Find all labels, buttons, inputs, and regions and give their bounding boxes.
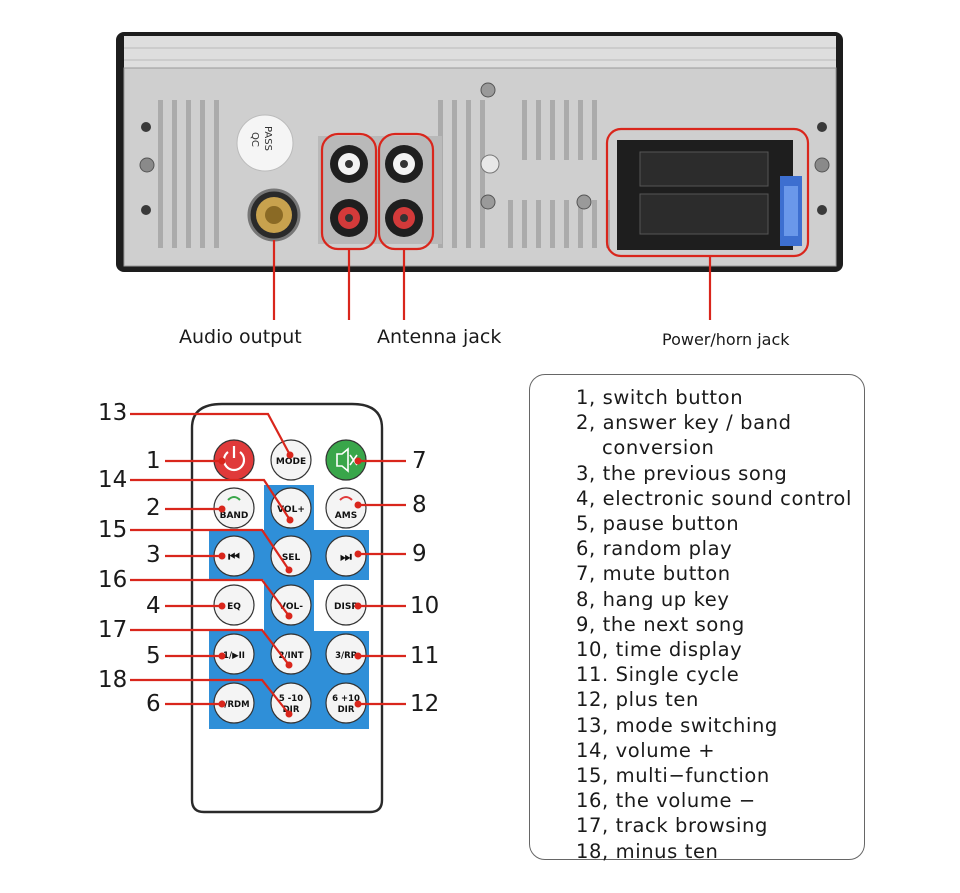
legend-item: 12, plus ten	[576, 688, 699, 712]
legend-item: 14, volume +	[576, 738, 716, 762]
callout-10: 10	[410, 593, 440, 619]
ams-button[interactable]	[325, 487, 367, 529]
legend-item: 10, time display	[576, 638, 743, 662]
vol-plus-label: VOL+	[277, 505, 305, 515]
callout-6: 6	[146, 691, 161, 717]
disp-label: DISP	[334, 602, 358, 612]
mute-icon	[336, 447, 349, 473]
mode-button[interactable]	[270, 439, 312, 481]
answer-icon	[227, 496, 241, 501]
legend-item: 9, the next song	[576, 612, 745, 636]
callout-11: 11	[410, 643, 440, 669]
legend-item: 3, the previous song	[576, 461, 788, 485]
button-6-label-bottom: DIR	[338, 705, 355, 715]
callout-8: 8	[412, 492, 427, 518]
legend-item: 11. Single cycle	[576, 663, 740, 687]
button-5-label-bottom: DIR	[283, 705, 300, 715]
mode-label: MODE	[276, 457, 306, 467]
power-horn-connector	[617, 140, 802, 250]
button-3-label: 3/RP	[335, 651, 357, 661]
audio-output-label: Audio output	[179, 326, 302, 348]
callout-7: 7	[412, 448, 427, 474]
qc-pass-line2: PASS	[262, 126, 273, 151]
button-1[interactable]	[213, 633, 255, 675]
qc-pass-line1: QC	[249, 132, 260, 147]
legend-item: 18, minus ten	[576, 839, 719, 863]
button-4-label: 4/RDM	[218, 700, 249, 710]
band-label: BAND	[220, 511, 249, 521]
legend-list: 1, switch button 2, answer key / band co…	[576, 385, 852, 864]
callout-5: 5	[146, 643, 161, 669]
legend-item: 7, mute button	[576, 562, 731, 586]
callout-17: 17	[98, 617, 128, 643]
legend-item: 8, hang up key	[576, 587, 730, 611]
sel-label: SEL	[282, 553, 301, 563]
audio-output-jack	[247, 188, 301, 242]
legend-item: 15, multi−function	[576, 764, 770, 788]
callout-4: 4	[146, 593, 161, 619]
vol-plus-button[interactable]	[270, 487, 312, 529]
button-5-label-top: 5 -10	[279, 694, 303, 704]
callout-13: 13	[98, 400, 128, 426]
vol-minus-label: VOL-	[279, 602, 303, 612]
callout-9: 9	[412, 541, 427, 567]
callout-14: 14	[98, 467, 128, 493]
vol-minus-button[interactable]	[270, 584, 312, 626]
hangup-icon	[339, 496, 353, 501]
legend-item-continued: conversion	[602, 436, 715, 460]
button-2[interactable]	[270, 633, 312, 675]
sel-button[interactable]	[270, 535, 312, 577]
button-2-label: 2/INT	[278, 651, 303, 661]
callout-18: 18	[98, 667, 128, 693]
legend-box: 1, switch button 2, answer key / band co…	[529, 374, 865, 863]
button-1-label: 1/▶II	[223, 651, 245, 661]
prev-label: ⏮	[228, 550, 240, 565]
legend-item: 5, pause button	[576, 512, 740, 536]
callout-16: 16	[98, 567, 128, 593]
callout-lines	[130, 412, 406, 715]
button-6-label-top: 6 +10	[332, 694, 360, 704]
callout-1: 1	[146, 448, 161, 474]
callout-12: 12	[410, 691, 440, 717]
legend-item: 17, track browsing	[576, 814, 768, 838]
button-3[interactable]	[325, 633, 367, 675]
legend-item: 13, mode switching	[576, 713, 778, 737]
callout-15: 15	[98, 517, 128, 543]
button-5[interactable]	[270, 682, 312, 724]
next-button[interactable]	[325, 535, 367, 577]
callout-3: 3	[146, 542, 161, 568]
eq-label: EQ	[227, 602, 241, 612]
antenna-jack-label: Antenna jack	[377, 326, 502, 348]
legend-item: 4, electronic sound control	[576, 486, 852, 510]
legend-item: 1, switch button	[576, 386, 744, 409]
legend-item: 2, answer key / band	[576, 411, 792, 435]
callout-dots	[218, 451, 362, 718]
highlight-boxes	[272, 127, 810, 320]
legend-item: 16, the volume −	[576, 789, 756, 813]
legend-item: 6, random play	[576, 537, 733, 561]
power-horn-jack-label: Power/horn jack	[662, 330, 790, 349]
ams-label: AMS	[335, 511, 357, 521]
power-icon	[222, 451, 246, 472]
next-label: ⏭	[340, 550, 352, 565]
callout-2: 2	[146, 495, 161, 521]
